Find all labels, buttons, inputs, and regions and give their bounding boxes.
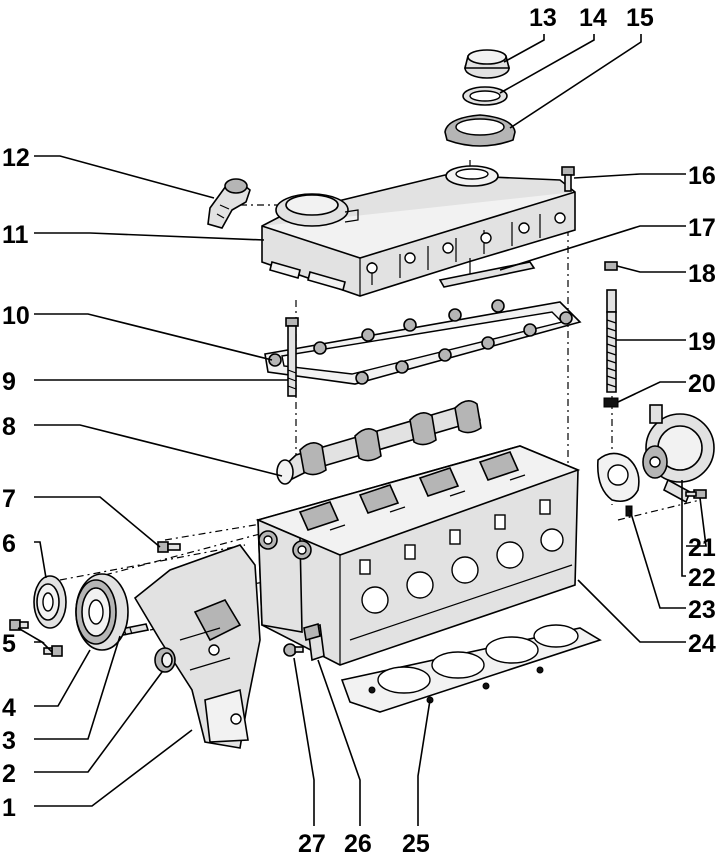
callout-13: 13: [529, 4, 557, 32]
leader-7: [34, 496, 161, 548]
cover-gasket: [264, 299, 582, 385]
leader-21: [686, 497, 707, 547]
leader-6: [34, 541, 47, 579]
leader-15: [509, 34, 642, 129]
callout-14: 14: [579, 4, 607, 32]
bracket-bolt: [283, 643, 304, 657]
leader-24: [577, 579, 686, 643]
callout-9: 9: [2, 368, 16, 396]
callout-15: 15: [626, 4, 654, 32]
callout-7: 7: [2, 485, 16, 513]
callout-8: 8: [2, 413, 16, 441]
leader-11: [34, 232, 265, 241]
leader-14: [499, 34, 595, 94]
callout-4: 4: [2, 694, 16, 722]
leader-lines: [17, 34, 707, 826]
oil-baffle: [438, 258, 536, 288]
vacuum-pump: [642, 404, 715, 504]
leader-22: [681, 480, 686, 577]
leader-27: [293, 657, 315, 826]
leader-26: [317, 659, 361, 826]
head-bolt: [285, 317, 299, 397]
leader-16: [573, 173, 686, 179]
camshaft-pulley: [33, 575, 67, 629]
leader-5b: [41, 641, 53, 653]
pump-bolt: [685, 489, 707, 499]
cover-bolt: [561, 166, 575, 192]
head-gasket: [340, 624, 602, 713]
callout-17: 17: [688, 214, 716, 242]
callout-18: 18: [688, 260, 716, 288]
leader-25: [417, 699, 431, 826]
callout-5: 5: [2, 630, 16, 658]
pump-gasket: [596, 452, 640, 517]
breather-hose: [207, 178, 251, 229]
leader-5a: [17, 627, 45, 643]
sealing-plug: [154, 647, 176, 673]
callout-12: 12: [2, 144, 30, 172]
filler-neck-seal: [444, 114, 516, 147]
cover-fixing-bolt: [157, 541, 181, 553]
callout-16: 16: [688, 162, 716, 190]
callout-26: 26: [344, 830, 372, 857]
leader-18: [616, 265, 686, 273]
oil-filler-cap: [463, 49, 511, 79]
leader-8: [34, 424, 283, 477]
callout-21: 21: [688, 534, 716, 562]
leader-13: [503, 34, 545, 63]
cylinder-head: [255, 445, 581, 666]
callout-10: 10: [2, 302, 30, 330]
camshaft-hub: [75, 573, 129, 651]
leader-1: [34, 729, 193, 807]
leader-4: [34, 649, 91, 707]
sealing-ring: [462, 86, 508, 106]
callout-2: 2: [2, 760, 16, 788]
leader-3: [34, 635, 121, 740]
leader-20: [617, 381, 686, 403]
timing-belt-rear-cover: [133, 544, 261, 749]
leader-12: [34, 155, 215, 199]
callout-1: 1: [2, 794, 16, 822]
callout-6: 6: [2, 530, 16, 558]
callout-19: 19: [688, 328, 716, 356]
cylinder-head-cover: [261, 165, 576, 297]
callout-11: 11: [2, 221, 29, 249]
leader-17: [499, 225, 686, 271]
leader-23: [629, 509, 686, 609]
callout-22: 22: [688, 564, 716, 592]
callout-3: 3: [2, 727, 16, 755]
leader-10: [34, 313, 273, 361]
callout-27: 27: [298, 830, 326, 857]
camshaft: [276, 400, 482, 485]
sensor-bracket: [303, 622, 325, 662]
leader-2: [34, 671, 163, 773]
stud-assembly: [603, 261, 619, 408]
callout-labels: 1 2 3 4 5 6 7 8 9 10 11 12 13 14 15 16 1…: [2, 4, 716, 857]
callout-24: 24: [688, 630, 716, 658]
callout-23: 23: [688, 596, 716, 624]
callout-25: 25: [402, 830, 430, 857]
callout-20: 20: [688, 370, 716, 398]
